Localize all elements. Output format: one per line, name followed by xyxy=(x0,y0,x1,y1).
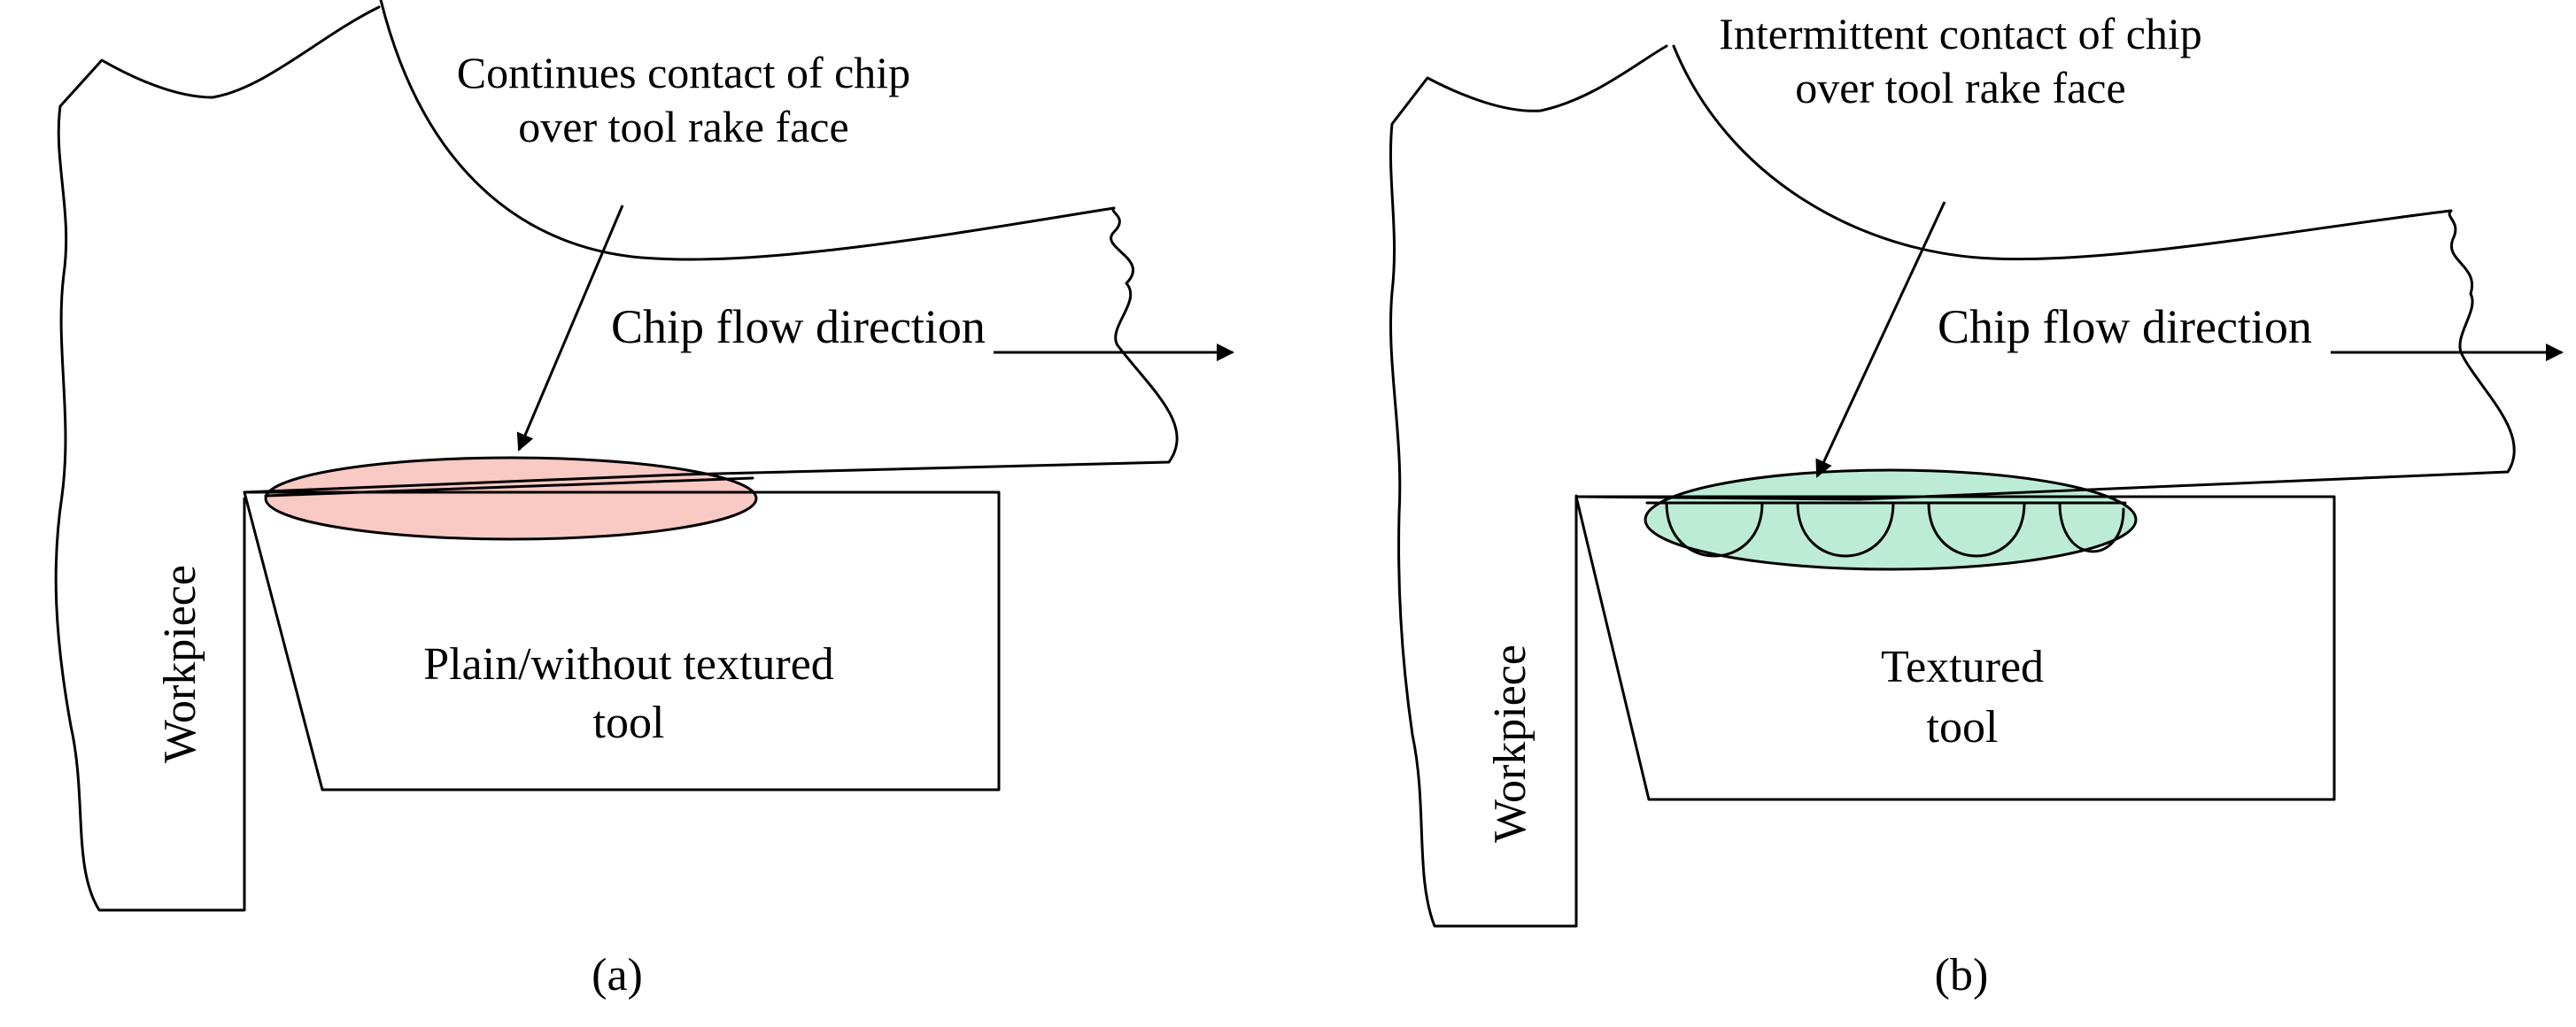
contact-zone-a xyxy=(264,456,758,541)
workpiece-outline-a xyxy=(54,5,381,912)
tool-label-line2-a: tool xyxy=(593,698,665,748)
chip-outline-b xyxy=(1574,44,2516,501)
chip-flow-label-a: Chip flow direction xyxy=(611,300,986,353)
chip-contact-line-a xyxy=(264,476,754,498)
contact-leader-arrow-a xyxy=(516,205,624,452)
contact-label-line1-a: Continues contact of chip xyxy=(457,48,910,97)
panel-a: Continues contact of chip over tool rake… xyxy=(54,0,1234,1000)
workpiece-outline-b xyxy=(1389,44,1668,928)
contact-label-line1-b: Intermittent contact of chip xyxy=(1719,9,2202,58)
workpiece-label-a: Workpiece xyxy=(155,565,205,763)
caption-a: (a) xyxy=(592,950,643,1000)
contact-label-line2-b: over tool rake face xyxy=(1795,63,2125,112)
tool-body-b xyxy=(1574,495,2336,801)
tool-label-line2-b: tool xyxy=(1927,702,1999,753)
contact-leader-arrow-b xyxy=(1815,201,1946,478)
tool-body-a xyxy=(243,490,1001,791)
tool-label-line1-b: Textured xyxy=(1881,642,2044,692)
chip-flow-label-b: Chip flow direction xyxy=(1938,300,2312,353)
tool-label-line1-a: Plain/without textured xyxy=(423,639,834,690)
workpiece-label-b: Workpiece xyxy=(1485,645,1536,843)
texture-dimples-b xyxy=(1665,501,2125,558)
chip-outline-a xyxy=(243,0,1179,494)
caption-b: (b) xyxy=(1935,950,1989,1000)
panel-b: Intermittent contact of chip over tool r… xyxy=(1389,9,2564,1000)
contact-label-line2-a: over tool rake face xyxy=(518,102,848,151)
